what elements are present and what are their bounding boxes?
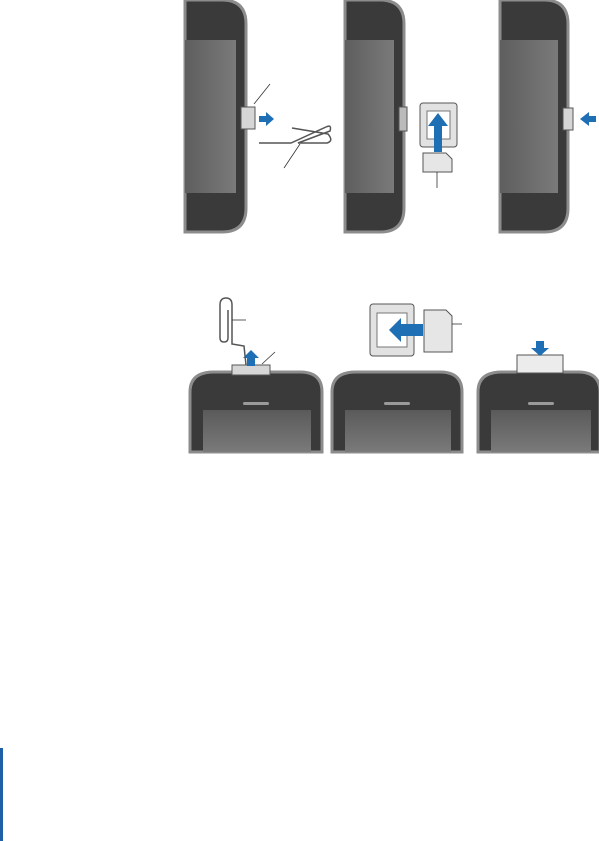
top-view-diagram — [0, 0, 599, 460]
sim-tray-icon — [517, 355, 563, 373]
page-margin-bar — [0, 748, 3, 841]
phone-screen — [345, 410, 451, 452]
speaker-grille — [384, 402, 410, 405]
sim-card-icon — [424, 310, 452, 352]
top-view-step-2 — [332, 304, 462, 452]
sim-tray-icon — [232, 365, 270, 375]
paper-clip-icon — [220, 298, 246, 365]
top-view-step-1 — [190, 298, 322, 452]
phone-screen — [203, 410, 311, 452]
blue-arrow — [531, 341, 549, 356]
speaker-grille — [528, 402, 554, 405]
phone-screen — [491, 410, 591, 452]
speaker-grille — [243, 402, 269, 405]
callout-line — [262, 352, 275, 364]
top-view-step-3 — [478, 341, 599, 452]
